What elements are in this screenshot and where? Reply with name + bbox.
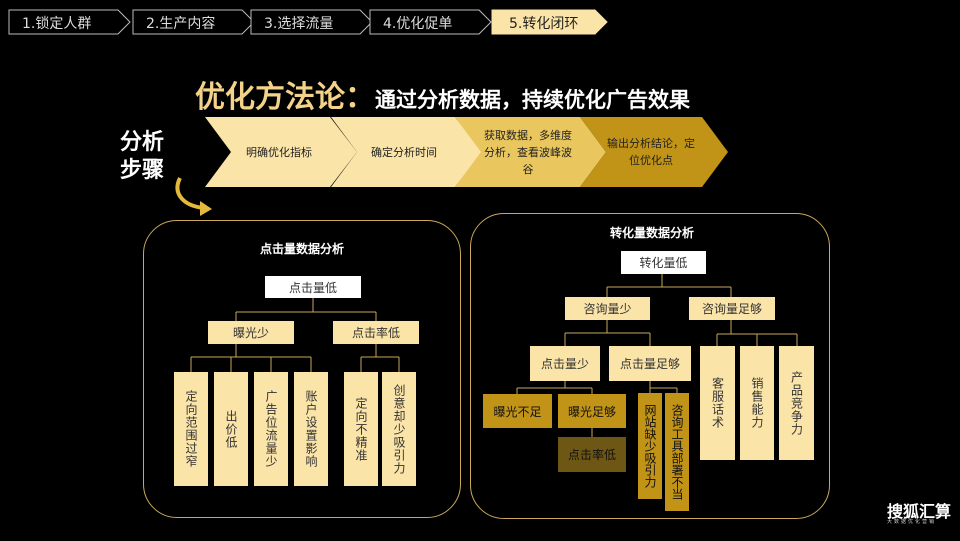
conversion-analysis-panel	[470, 213, 830, 519]
tab-5-label: 5.转化闭环	[509, 16, 579, 32]
click-enough-node: 点击量足够	[609, 346, 691, 381]
leaf-sales-ability: 销售能力	[740, 346, 774, 460]
leaf-creative-attraction: 创意却少吸引力	[382, 372, 416, 486]
leaf-bid-low: 出价低	[214, 372, 248, 486]
leaf-product-competitiveness: 产品竞争力	[779, 346, 814, 460]
steps-label-line2: 步骤	[120, 158, 165, 183]
tab-3-label: 3.选择流量	[264, 16, 334, 32]
leaf-targeting-inaccurate: 定向不精准	[344, 372, 378, 486]
tab-2[interactable]: 2.生产内容	[132, 9, 255, 35]
conv-root-node: 转化量低	[621, 251, 706, 274]
tab-1[interactable]: 1.锁定人群	[8, 9, 131, 35]
click-root-node: 点击量低	[265, 276, 361, 298]
logo-text: 搜狐汇算	[887, 502, 952, 521]
inquiry-low-node: 咨询量少	[565, 297, 650, 320]
tab-4[interactable]: 4.优化促单	[369, 9, 492, 35]
site-attraction-node: 网站缺少吸引力	[638, 393, 662, 499]
tab-3[interactable]: 3.选择流量	[250, 9, 373, 35]
click-analysis-panel	[143, 220, 461, 518]
inquiry-enough-node: 咨询量足够	[689, 297, 775, 320]
leaf-cs-script: 客服话术	[700, 346, 735, 460]
tab-5-active[interactable]: 5.转化闭环	[491, 9, 613, 35]
tab-4-label: 4.优化促单	[383, 16, 453, 32]
tab-1-label: 1.锁定人群	[22, 16, 92, 32]
exposure-low-node: 曝光少	[208, 321, 294, 344]
leaf-targeting-narrow: 定向范围过窄	[174, 372, 208, 486]
steps-label-line1: 分析	[120, 130, 165, 155]
page-title: 优化方法论：通过分析数据，持续优化广告效果	[195, 72, 690, 116]
sohu-logo: 搜狐汇算 大数据优化营销	[887, 498, 952, 525]
tab-2-label: 2.生产内容	[146, 16, 216, 32]
title-main: 优化方法论：	[195, 80, 375, 115]
conv-panel-title: 转化量数据分析	[610, 226, 695, 240]
ctr-low-conv-node: 点击率低	[558, 437, 626, 472]
exposure-enough-node: 曝光足够	[558, 394, 626, 428]
step-2: 确定分析时间	[371, 145, 437, 159]
exposure-insufficient-node: 曝光不足	[483, 394, 552, 428]
step-1: 明确优化指标	[246, 145, 312, 159]
tool-deployment-node: 咨询工具部署不当	[665, 393, 689, 511]
click-low-node: 点击量少	[530, 346, 600, 381]
curved-arrow-icon	[175, 177, 212, 216]
leaf-ad-slot-traffic: 广告位流量少	[254, 372, 288, 486]
step-3: 获取数据，多维度分析，查看波峰波谷	[484, 128, 572, 176]
step-4: 输出分析结论，定位优化点	[607, 137, 695, 167]
click-panel-title: 点击量数据分析	[260, 242, 345, 256]
title-sub: 通过分析数据，持续优化广告效果	[375, 88, 690, 112]
leaf-account-settings: 账户设置影响	[294, 372, 328, 486]
logo-sub: 大数据优化营销	[887, 519, 937, 525]
ctr-low-node: 点击率低	[333, 321, 419, 344]
